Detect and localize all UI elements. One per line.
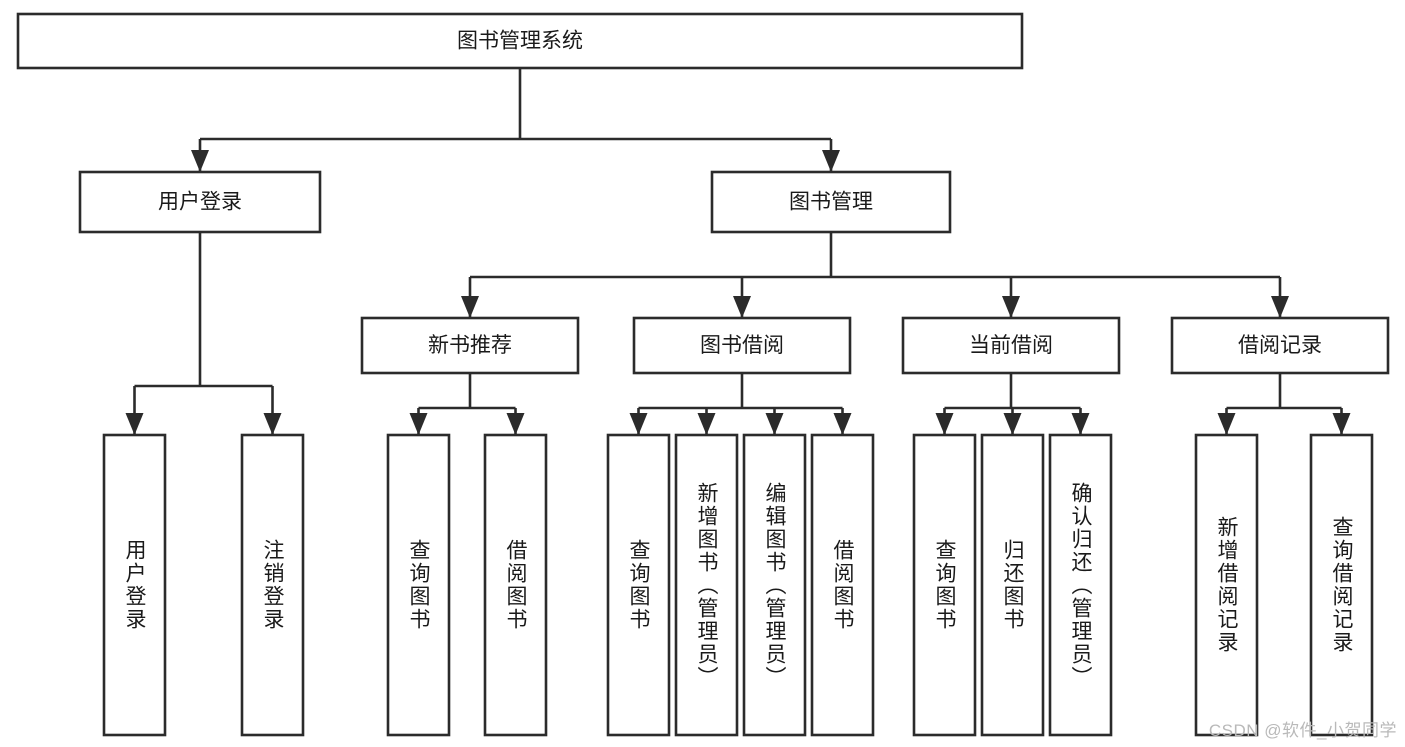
connector-arrow-icon-leaf-query-borrow-record xyxy=(1332,413,1351,435)
connector-arrow-icon-user-login xyxy=(191,150,209,172)
connector-arrow-icon-leaf-logout xyxy=(263,413,282,435)
connector-arrow-icon-leaf-return-book xyxy=(1003,413,1022,435)
connector-arrow-icon-leaf-borrow-book xyxy=(833,413,852,435)
node-box-current-borrow[interactable] xyxy=(901,316,1121,375)
node-box-leaf-query-book-current[interactable] xyxy=(912,433,977,737)
node-box-leaf-confirm-return[interactable] xyxy=(1048,433,1113,737)
connector-arrow-icon-leaf-confirm-return xyxy=(1071,413,1090,435)
connector-arrow-icon-leaf-query-book-recommend xyxy=(409,413,428,435)
connector-arrow-icon-leaf-add-book xyxy=(697,413,716,435)
node-box-leaf-add-book[interactable] xyxy=(674,433,739,737)
node-label-book-borrow: 图书借阅 xyxy=(700,334,784,357)
node-box-leaf-add-borrow-record[interactable] xyxy=(1194,433,1259,737)
node-label-user-login: 用户登录 xyxy=(158,191,242,214)
connector-arrow-icon-leaf-borrow-book-recommend xyxy=(506,413,525,435)
node-box-new-book-recommend[interactable] xyxy=(360,316,580,375)
node-box-leaf-borrow-book-recommend[interactable] xyxy=(483,433,548,737)
node-box-borrow-record[interactable] xyxy=(1170,316,1390,375)
node-box-leaf-query-borrow-record[interactable] xyxy=(1309,433,1374,737)
node-box-leaf-return-book[interactable] xyxy=(980,433,1045,737)
node-box-book-management[interactable] xyxy=(710,170,952,234)
node-box-book-borrow[interactable] xyxy=(632,316,852,375)
connector-arrow-icon-new-book-recommend xyxy=(461,296,479,318)
node-label-borrow-record: 借阅记录 xyxy=(1238,334,1322,357)
node-label-new-book-recommend: 新书推荐 xyxy=(428,334,512,357)
node-box-leaf-user-login[interactable] xyxy=(102,433,167,737)
connector-arrow-icon-leaf-edit-book xyxy=(765,413,784,435)
node-label-root: 图书管理系统 xyxy=(457,30,583,53)
node-label-book-management: 图书管理 xyxy=(789,191,873,214)
node-box-user-login[interactable] xyxy=(78,170,322,234)
node-box-root[interactable] xyxy=(16,12,1024,70)
connector-arrow-icon-current-borrow xyxy=(1002,296,1020,318)
node-box-leaf-query-book-borrow[interactable] xyxy=(606,433,671,737)
connector-arrow-icon-leaf-add-borrow-record xyxy=(1217,413,1236,435)
connector-arrow-icon-book-management xyxy=(822,150,840,172)
node-box-leaf-logout[interactable] xyxy=(240,433,305,737)
node-box-leaf-borrow-book[interactable] xyxy=(810,433,875,737)
connector-layer xyxy=(125,68,1351,435)
node-label-current-borrow: 当前借阅 xyxy=(969,334,1053,357)
connector-arrow-icon-leaf-query-book-borrow xyxy=(629,413,648,435)
connector-arrow-icon-leaf-user-login xyxy=(125,413,144,435)
node-box-leaf-edit-book[interactable] xyxy=(742,433,807,737)
node-box-layer xyxy=(16,12,1390,737)
connector-arrow-icon-leaf-query-book-current xyxy=(935,413,954,435)
node-box-leaf-query-book-recommend[interactable] xyxy=(386,433,451,737)
connector-arrow-icon-borrow-record xyxy=(1271,296,1289,318)
connector-arrow-icon-book-borrow xyxy=(733,296,751,318)
watermark-text: CSDN @软件_小贺同学 xyxy=(1208,721,1397,740)
